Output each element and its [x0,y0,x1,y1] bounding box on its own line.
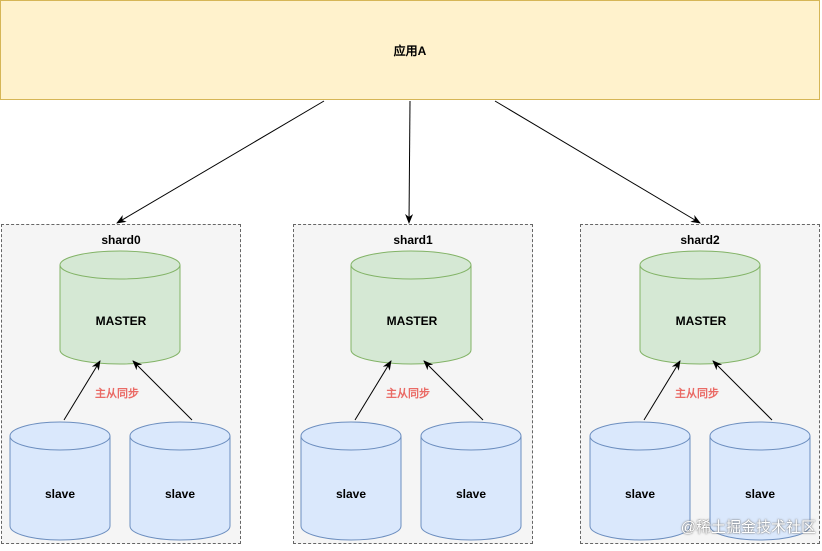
watermark: @稀土掘金技术社区 [680,519,816,536]
shard0-slave-left-db [9,421,111,541]
shard1-arrow-slave-left-to-master [354,360,392,421]
shard2-slave-right-label: slave [745,487,775,501]
arrow-app-to-shard0 [116,100,325,224]
shard0-master-db [59,250,181,365]
shard0-slave-right-db [129,421,231,541]
shard0-slave-left-label: slave [45,487,75,501]
application-a-box: 应用A [0,0,820,100]
shard0-slave-right-label: slave [165,487,195,501]
shard1-slave-right-label: slave [456,487,486,501]
shard2-title: shard2 [680,233,720,247]
arrow-app-to-shard1 [405,100,414,224]
shard0-arrow-slave-right-to-master [132,360,193,421]
shard2-slave-left-db [589,421,691,541]
shard2-master-db [639,250,761,365]
shard2-arrow-slave-right-to-master [712,360,773,421]
shard2-arrow-slave-left-to-master [643,360,681,421]
arrow-app-to-shard2 [494,100,701,224]
shard2-sync-label: 主从同步 [675,386,719,400]
shard1-master-label: MASTER [387,314,438,328]
shard0-title: shard0 [101,233,141,247]
application-a-label: 应用A [393,43,427,58]
shard0-master-label: MASTER [96,314,147,328]
shard2-slave-right-db [709,421,811,541]
shard2-slave-left-label: slave [625,487,655,501]
shard1-sync-label: 主从同步 [386,386,430,400]
shard1-title: shard1 [393,233,433,247]
shard1-slave-left-label: slave [336,487,366,501]
shard2-master-label: MASTER [676,314,727,328]
shard1-slave-left-db [300,421,402,541]
shard1-arrow-slave-right-to-master [423,360,484,421]
shard1-slave-right-db [420,421,522,541]
shard1-master-db [350,250,472,365]
shard0-sync-label: 主从同步 [95,386,139,400]
shard0-arrow-slave-left-to-master [63,360,101,421]
